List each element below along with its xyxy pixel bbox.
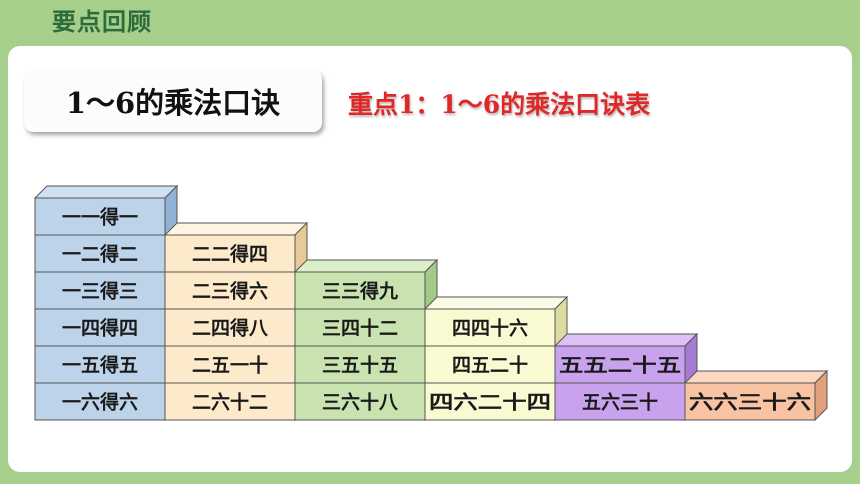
table-cell [684,382,816,421]
table-cell-text: 三四十二 [322,317,398,340]
table-cell-text: 二四得八 [192,317,269,340]
table-cell-text: 一三得三 [62,280,138,303]
table-cell-text: 二三得六 [192,280,268,303]
table-cell-text: 一二得二 [62,243,138,266]
table-cell [34,345,166,384]
table-cell-text: 六六三十六 [689,391,811,414]
table-cell [424,345,556,384]
table-cell-text: 四五二十 [452,354,528,377]
table-cell-text: 二六十二 [192,391,268,414]
table-cell [294,308,426,347]
cell-top-face [553,333,699,347]
table-cell [294,382,426,421]
table-cell [554,382,686,421]
table-cell [554,345,686,384]
table-cell-text: 三五十五 [322,354,398,377]
table-cell-text: 一四得四 [62,317,138,340]
cell-top-face [33,185,179,199]
table-cell-text: 五六三十 [582,391,658,414]
table-cell [164,382,296,421]
table-cell-text: 一六得六 [62,391,138,414]
key-point-title: 重点1：1～6的乘法口诀表 [348,90,651,119]
table-cell [34,308,166,347]
cell-top-face [163,222,309,236]
table-cell-text: 二二得四 [192,243,268,266]
table-cell-text: 一一得一 [62,206,138,229]
table-cell [34,382,166,421]
table-cell [164,308,296,347]
cell-top-face [423,296,569,310]
cell-top-face [293,259,439,273]
table-cell [164,271,296,310]
table-cell-text: 四四十六 [452,317,528,340]
topic-title: 1～6的乘法口诀 [24,70,322,132]
table-cell-text: 三三得九 [322,280,398,303]
table-cell-text: 三六十八 [322,391,399,414]
table-cell-text: 二五一十 [192,354,268,377]
table-cell-text: 四六二十四 [429,391,551,414]
table-cell [294,271,426,310]
cell-top-face [683,370,829,384]
section-label: 要点回顾 [52,8,152,36]
table-cell-text: 一五得五 [62,354,138,377]
table-cell [164,345,296,384]
table-cell-text: 五五二十五 [559,354,681,377]
